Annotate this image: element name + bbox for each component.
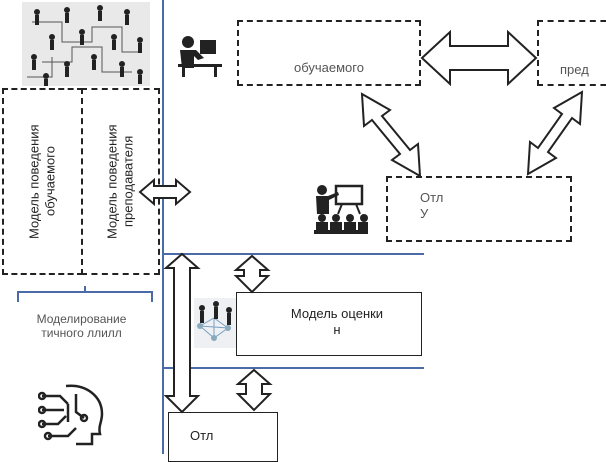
teacher-box: [537, 20, 606, 86]
learner-box: [237, 20, 421, 86]
teacher-behavior-model-box: [81, 88, 160, 275]
bottom-box-label: Отл: [190, 428, 214, 443]
evaluation-model-box: [236, 292, 422, 356]
upper-link-arrow: [233, 254, 271, 294]
teacher-presentation-icon: [312, 184, 368, 236]
vertical-flow-arrow: [163, 252, 201, 414]
interaction-box: [386, 176, 572, 242]
crowd-icon: [22, 2, 150, 86]
lower-horizontal-divider: [164, 367, 424, 369]
teacher-box-label: пред: [560, 62, 589, 77]
ai-head-icon: [37, 382, 108, 448]
network-people-icon: [194, 298, 236, 348]
learner-box-label: обучаемого: [294, 60, 364, 75]
lower-link-arrow: [235, 368, 273, 412]
interaction-box-label: Отл У: [420, 190, 444, 221]
student-behavior-model-box: [2, 88, 83, 275]
learner-interaction-arrow: [360, 92, 422, 178]
upper-horizontal-divider: [164, 253, 424, 255]
models-link-arrow: [138, 177, 192, 207]
teacher-interaction-arrow: [526, 90, 584, 176]
student-at-computer-icon: [176, 34, 226, 78]
evaluation-model-label: Модель оценки н: [290, 306, 384, 337]
bracket-label: Моделирование тичного ллилл: [36, 312, 127, 341]
left-vertical-divider: [162, 0, 164, 454]
learner-teacher-arrow: [420, 29, 538, 87]
